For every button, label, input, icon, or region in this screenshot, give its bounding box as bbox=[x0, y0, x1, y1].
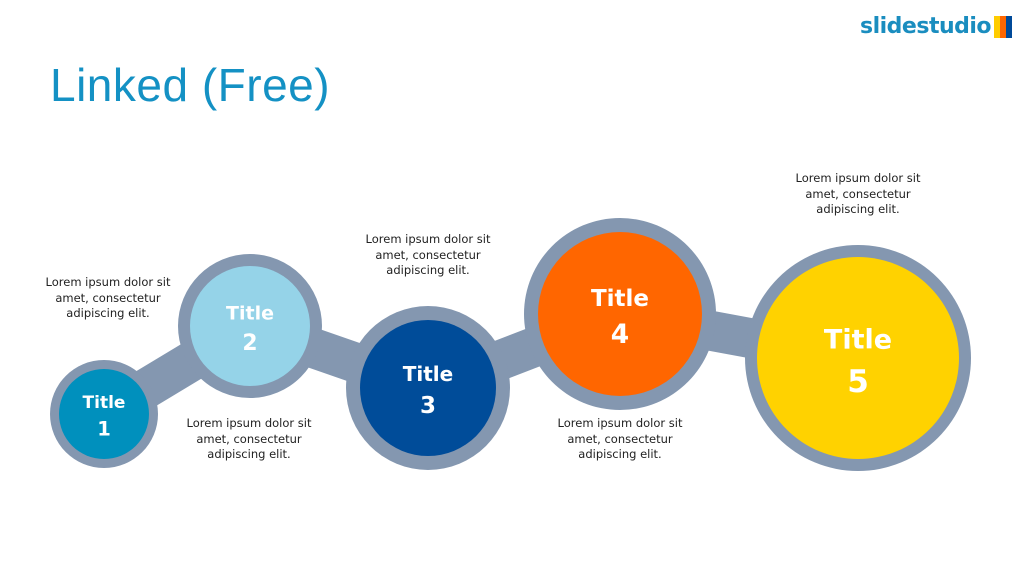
step-2-title: Title bbox=[226, 302, 274, 324]
step-1-number: 1 bbox=[97, 417, 111, 440]
step-4-description: Lorem ipsum dolor sit amet, consectetur … bbox=[557, 416, 683, 461]
step-2-description: Lorem ipsum dolor sit amet, consectetur … bbox=[186, 416, 312, 461]
step-2-circle bbox=[190, 266, 310, 386]
logo-mark-icon bbox=[994, 15, 1013, 38]
step-5-title: Title bbox=[824, 325, 892, 356]
step-1-description: Lorem ipsum dolor sit amet, consectetur … bbox=[45, 275, 171, 320]
step-1-circle bbox=[59, 369, 149, 459]
step-4-circle bbox=[538, 232, 702, 396]
step-5-circle bbox=[757, 257, 959, 459]
step-2-number: 2 bbox=[242, 331, 257, 356]
logo: slidestudio bbox=[860, 14, 1013, 39]
step-5-description: Lorem ipsum dolor sit amet, consectetur … bbox=[795, 171, 921, 216]
step-3-description: Lorem ipsum dolor sit amet, consectetur … bbox=[365, 232, 491, 277]
step-4-number: 4 bbox=[611, 319, 629, 350]
step-3-title: Title bbox=[403, 362, 453, 386]
step-5-number: 5 bbox=[847, 364, 869, 400]
slide-title: Linked (Free) bbox=[50, 59, 331, 111]
step-3-number: 3 bbox=[420, 393, 436, 419]
logo-text: slidestudio bbox=[860, 14, 992, 39]
step-4-title: Title bbox=[591, 286, 649, 312]
step-1-title: Title bbox=[83, 393, 126, 413]
step-3-circle bbox=[360, 320, 496, 456]
